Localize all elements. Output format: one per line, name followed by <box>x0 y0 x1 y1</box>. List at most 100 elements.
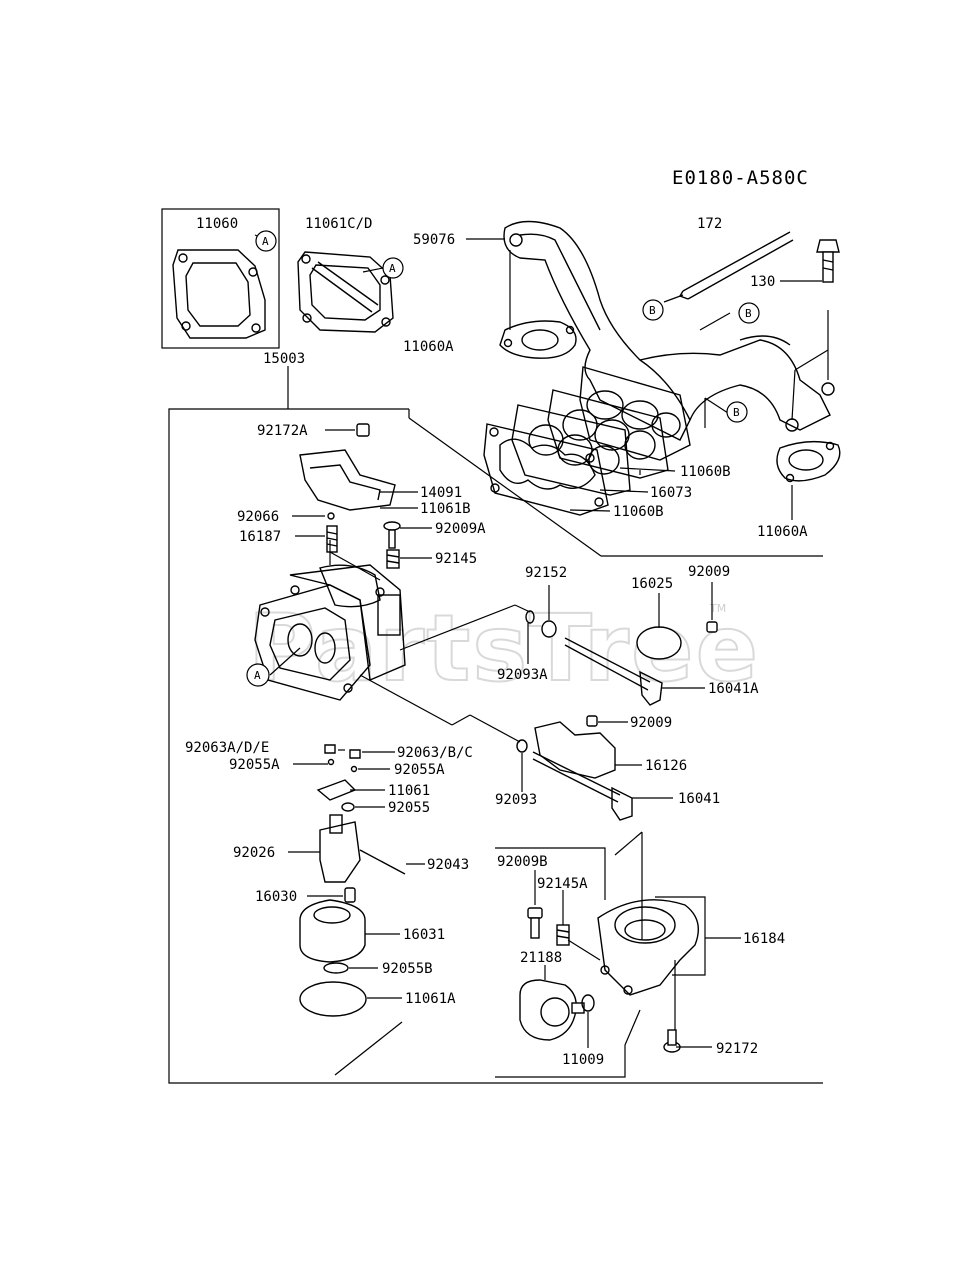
label-11009: 11009 <box>562 1052 604 1068</box>
label-21188: 21188 <box>520 950 562 966</box>
label-11060b-1: 11060B <box>680 464 731 480</box>
svg-text:B: B <box>649 304 656 317</box>
callout-a-gasket-right: A <box>382 257 404 279</box>
gasket-11060b-lower <box>483 423 609 516</box>
label-92009b: 92009B <box>497 854 548 870</box>
label-172: 172 <box>697 216 722 232</box>
label-92172a: 92172A <box>257 423 308 439</box>
label-16126: 16126 <box>645 758 687 774</box>
label-92063bc: 92063/B/C <box>397 745 473 761</box>
label-14091: 14091 <box>420 485 462 501</box>
gasket-11060 <box>172 249 266 339</box>
oring-11061a <box>299 981 367 1017</box>
oring-92055 <box>341 802 355 812</box>
label-92055a-left: 92055A <box>229 757 280 773</box>
seal-92093 <box>516 739 528 753</box>
callout-a-carburetor: A <box>246 663 270 687</box>
svg-text:A: A <box>254 669 261 682</box>
shaft-16041a <box>564 637 663 706</box>
screw-92172 <box>663 1029 681 1053</box>
intake-manifold <box>503 220 835 461</box>
label-92055b: 92055B <box>382 961 433 977</box>
label-15003: 15003 <box>263 351 305 367</box>
solenoid-21188 <box>519 979 585 1041</box>
carburetor-body <box>254 564 406 701</box>
label-92055a-right: 92055A <box>394 762 445 778</box>
seal-92152 <box>541 620 557 638</box>
screw-92009b <box>527 907 543 939</box>
oring-92055b <box>323 962 349 974</box>
label-11061cd: 11061C/D <box>305 216 372 232</box>
label-92055: 92055 <box>388 800 430 816</box>
label-92145: 92145 <box>435 551 477 567</box>
label-16030: 16030 <box>255 889 297 905</box>
callout-b-stud: B <box>642 299 664 321</box>
label-92145a: 92145A <box>537 876 588 892</box>
spring-92145a <box>556 924 570 946</box>
label-92009-mid: 92009 <box>630 715 672 731</box>
carburetor-assembly-frame <box>168 408 823 1084</box>
label-11060a-right: 11060A <box>757 524 808 540</box>
svg-text:A: A <box>262 235 269 248</box>
screw-92009a <box>383 521 401 549</box>
label-92152: 92152 <box>525 565 567 581</box>
callout-a-gasket-left: A <box>255 230 277 252</box>
callout-b-manifold-mid: B <box>726 401 748 423</box>
svg-text:B: B <box>733 406 740 419</box>
label-92093a: 92093A <box>497 667 548 683</box>
screw-92172a <box>356 423 370 437</box>
callout-b-manifold-top: B <box>738 302 760 324</box>
label-16025: 16025 <box>631 576 673 592</box>
housing-16184 <box>597 899 699 996</box>
label-11061: 11061 <box>388 783 430 799</box>
gasket-11061 <box>316 779 357 801</box>
stud-172 <box>678 231 794 300</box>
screw-92009-mid <box>586 715 598 727</box>
label-92043: 92043 <box>427 857 469 873</box>
guide-line-bowl <box>334 1021 403 1076</box>
gasket-11060b-upper <box>547 389 669 479</box>
label-11061a: 11061A <box>405 991 456 1007</box>
label-92066: 92066 <box>237 509 279 525</box>
label-59076: 59076 <box>413 232 455 248</box>
label-92026: 92026 <box>233 845 275 861</box>
label-16184: 16184 <box>743 931 785 947</box>
gasket-59076 <box>499 320 577 359</box>
gasket-11061cd <box>297 251 394 333</box>
label-130: 130 <box>750 274 775 290</box>
needle-92043 <box>359 849 406 875</box>
label-92172: 92172 <box>716 1041 758 1057</box>
label-92009a: 92009A <box>435 521 486 537</box>
spring-92145 <box>386 549 400 569</box>
gasket-11060a-right <box>776 440 841 483</box>
jet-16030 <box>344 887 356 903</box>
svg-text:A: A <box>389 262 396 275</box>
label-16031: 16031 <box>403 927 445 943</box>
label-16041: 16041 <box>678 791 720 807</box>
label-92063ade: 92063A/D/E <box>185 740 269 756</box>
label-16187: 16187 <box>239 529 281 545</box>
cover-14091 <box>299 449 396 511</box>
watermark-tm: TM <box>709 602 726 615</box>
label-16041a: 16041A <box>708 681 759 697</box>
diagram-code: E0180-A580C <box>672 167 809 189</box>
seal-92093a <box>525 610 535 624</box>
screw-92009-top <box>706 621 718 633</box>
spring-16187 <box>326 525 338 553</box>
svg-text:B: B <box>745 307 752 320</box>
label-16073: 16073 <box>650 485 692 501</box>
label-92093: 92093 <box>495 792 537 808</box>
valve-16025 <box>636 626 682 660</box>
gasket-inset-frame <box>161 208 280 349</box>
label-11060b-2: 11060B <box>613 504 664 520</box>
plate-16126 <box>534 721 616 779</box>
jets-92063 <box>324 744 361 773</box>
oring-11009 <box>581 994 595 1012</box>
watermark: PartsTree <box>248 595 760 702</box>
ball-92066 <box>327 512 335 520</box>
label-11061b: 11061B <box>420 501 471 517</box>
nozzle-92026 <box>319 814 361 883</box>
label-11060a-top: 11060A <box>403 339 454 355</box>
leader-lines <box>254 234 829 1078</box>
